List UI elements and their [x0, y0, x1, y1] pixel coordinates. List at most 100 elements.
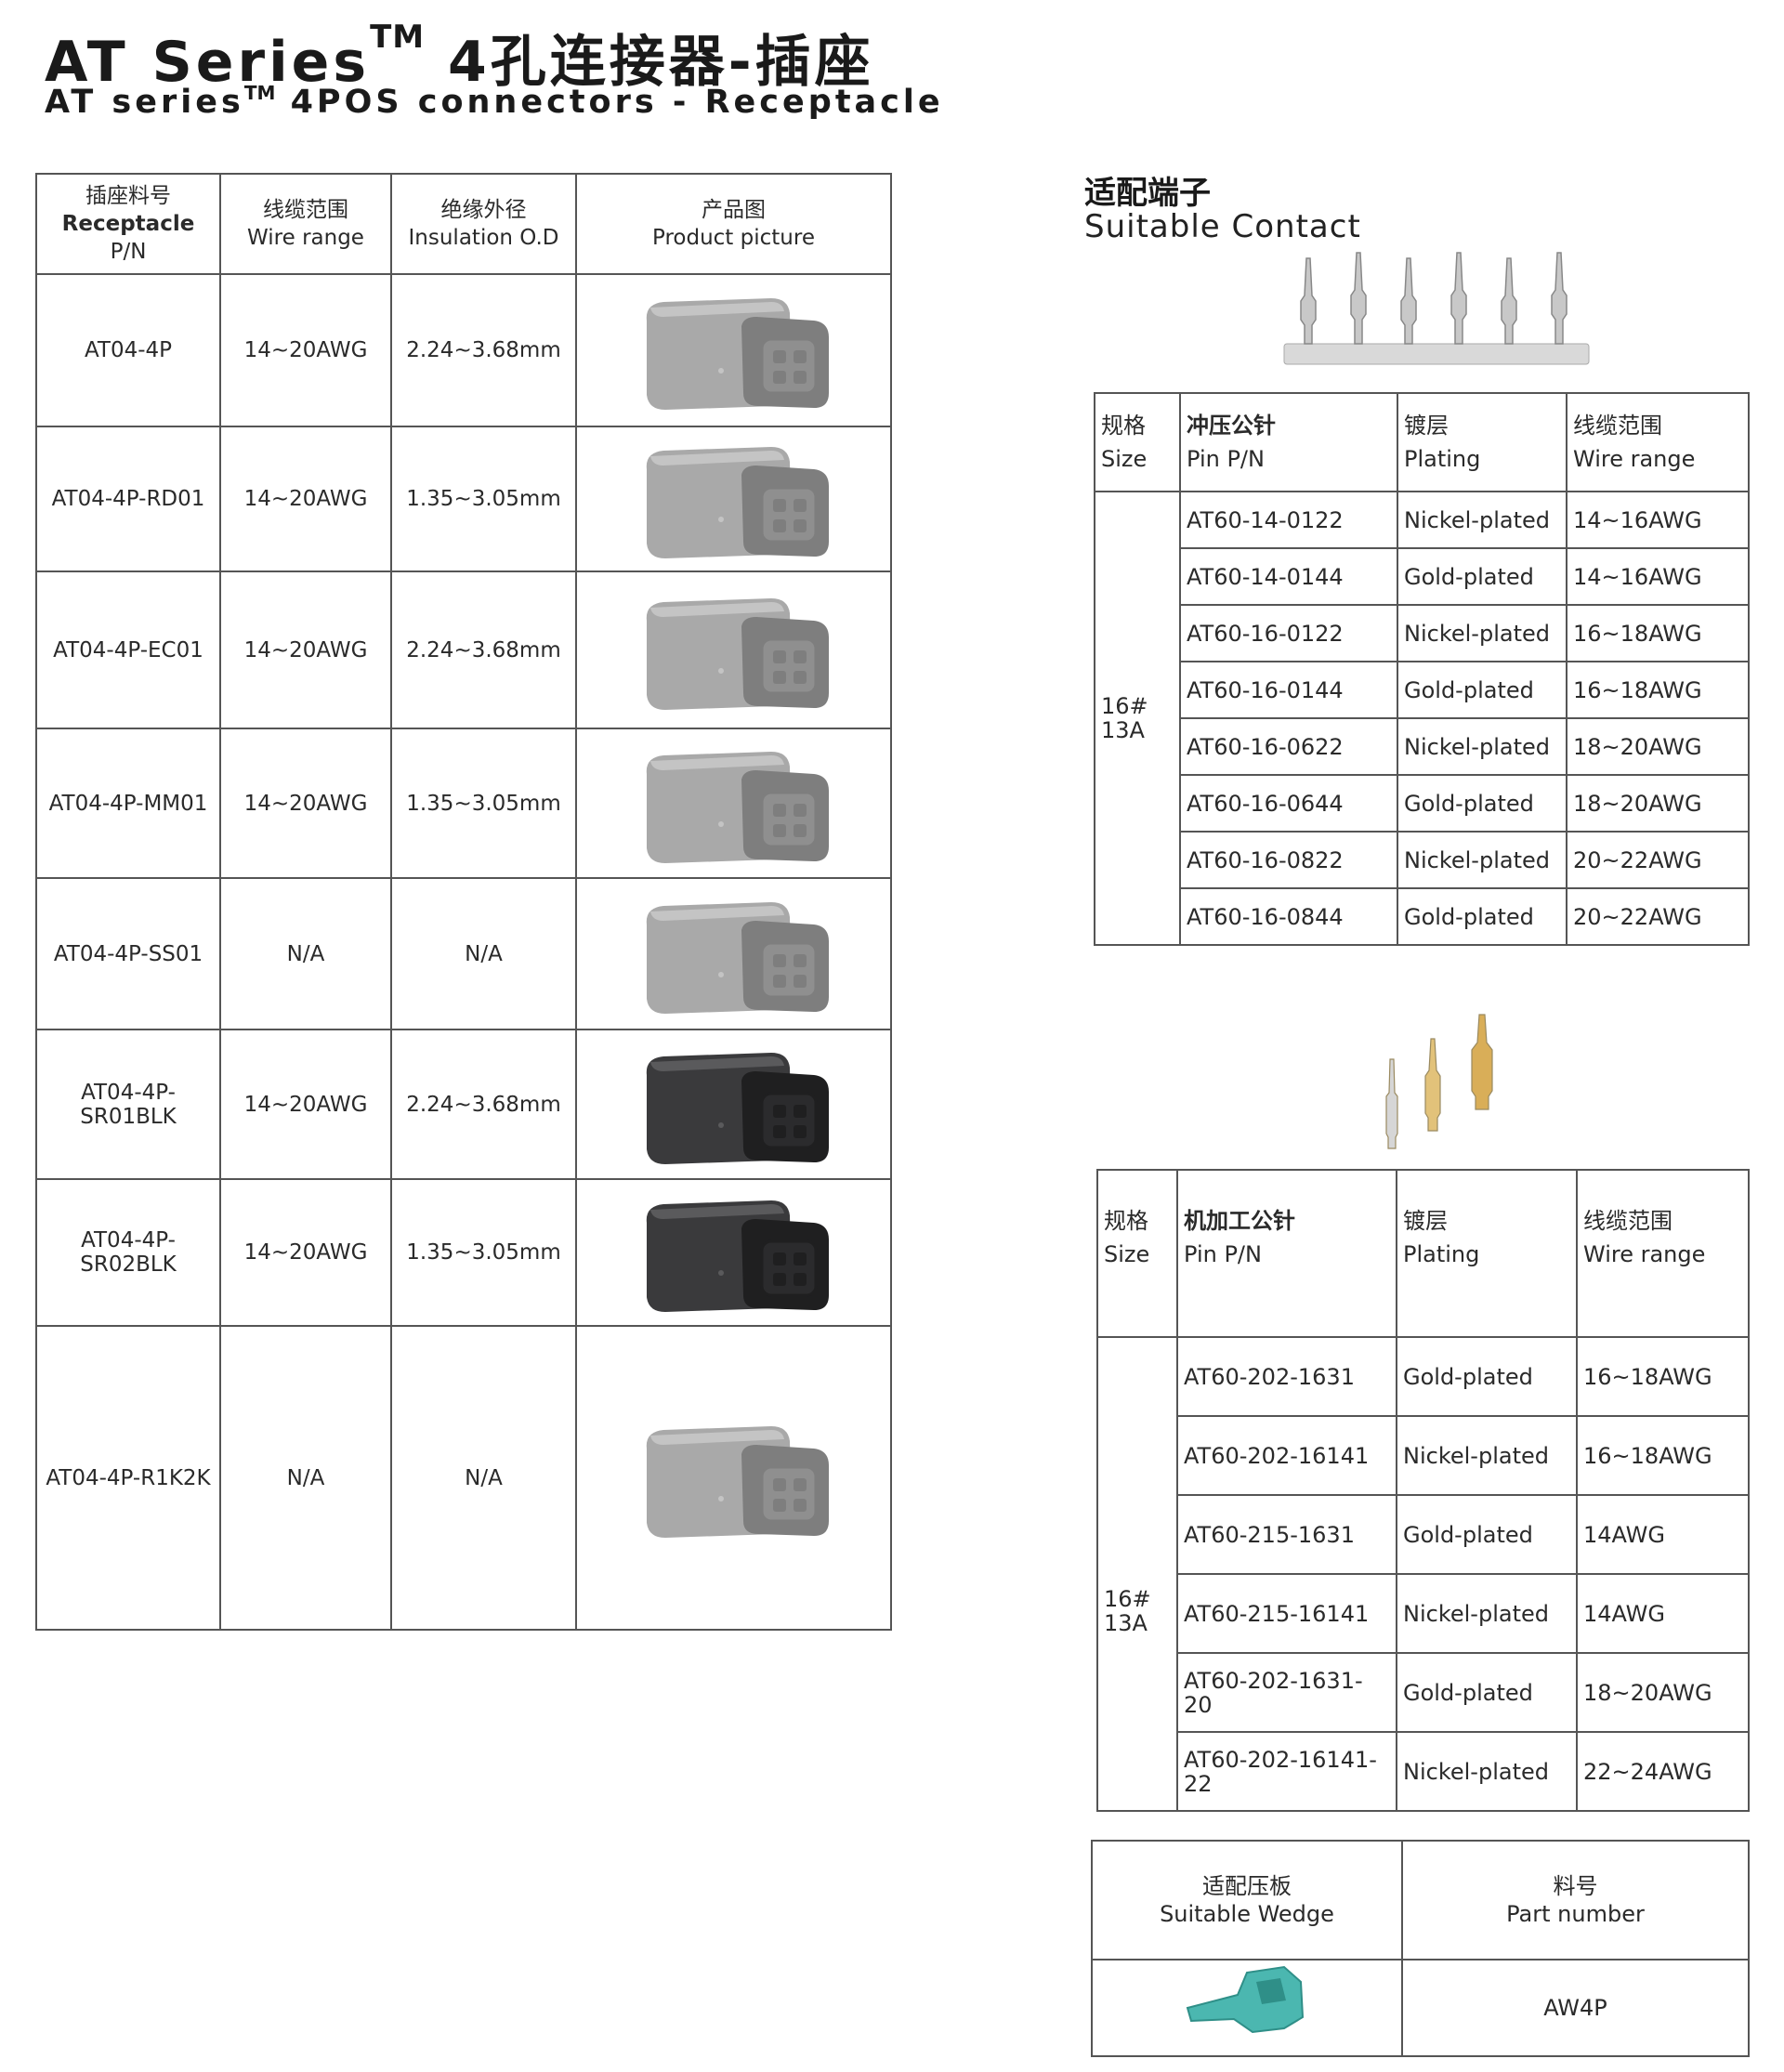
table-row: AT04-4P-SS01 N/A N/A — [35, 877, 892, 1030]
plating: Gold-plated — [1397, 774, 1568, 833]
pin-pn: AT60-215-1631 — [1176, 1494, 1397, 1575]
page-title: AT SeriesTM 4孔连接器-插座 — [45, 19, 874, 95]
insulation-od: 1.35~3.05mm — [390, 728, 577, 879]
contact-section-title-en: Suitable Contact — [1084, 208, 1361, 245]
product-picture — [575, 1029, 892, 1180]
receptacle-pn: AT04-4P-EC01 — [35, 570, 221, 729]
receptacle-pn: AT04-4P-SS01 — [35, 877, 221, 1030]
receptacle-pn: AT04-4P-SR02BLK — [35, 1178, 221, 1327]
wire-range: 20~22AWG — [1566, 831, 1750, 889]
receptacle-pn: AT04-4P-RD01 — [35, 426, 221, 572]
wire-range: 14~16AWG — [1566, 491, 1750, 549]
size-cell: 16#13A — [1094, 491, 1181, 946]
wire-range: 14~20AWG — [219, 1029, 392, 1180]
receptacle-header-row: 插座料号 Receptacle P/N 线缆范围 Wire range 绝缘外径… — [35, 173, 892, 275]
wedge-part-number: AW4P — [1401, 1959, 1750, 2057]
plating: Gold-plated — [1397, 887, 1568, 946]
wire-range: 16~18AWG — [1566, 661, 1750, 719]
wire-range: 14~20AWG — [219, 273, 392, 427]
wire-range: 16~18AWG — [1576, 1415, 1750, 1496]
pin-pn: AT60-14-0122 — [1179, 491, 1398, 549]
table-row: AT04-4P-SR02BLK 14~20AWG 1.35~3.05mm — [35, 1178, 892, 1327]
pin-pn: AT60-16-0822 — [1179, 831, 1398, 889]
receptacle-table: 插座料号 Receptacle P/N 线缆范围 Wire range 绝缘外径… — [35, 173, 892, 1631]
table-row: 16#13A AT60-202-1631 Gold-plated 16~18AW… — [1096, 1336, 1750, 1812]
product-picture — [575, 426, 892, 572]
connector-image — [646, 751, 829, 863]
connector-image — [646, 298, 829, 410]
pin-pn: AT60-16-0122 — [1179, 604, 1398, 662]
wire-range: 14~20AWG — [219, 728, 392, 879]
wire-range: 14AWG — [1576, 1573, 1750, 1654]
page-subtitle: AT seriesTM 4POS connectors - Receptacle — [45, 82, 944, 121]
wire-range: 14~20AWG — [219, 570, 392, 729]
table-row: AW4P — [1091, 1959, 1750, 2057]
pin-pn: AT60-16-0622 — [1179, 717, 1398, 776]
pin-pn: AT60-202-16141 — [1176, 1415, 1397, 1496]
product-picture — [575, 1325, 892, 1631]
pin-pn: AT60-215-16141 — [1176, 1573, 1397, 1654]
table-row: AT04-4P-MM01 14~20AWG 1.35~3.05mm — [35, 728, 892, 879]
header-receptacle-pn: 插座料号 Receptacle P/N — [35, 173, 221, 275]
plating: Nickel-plated — [1397, 717, 1568, 776]
wire-range: 18~20AWG — [1566, 717, 1750, 776]
stamped-pins-image — [1283, 252, 1590, 365]
contact-section-title-cn: 适配端子 — [1084, 175, 1211, 212]
pin-pn: AT60-14-0144 — [1179, 547, 1398, 606]
connector-image — [646, 597, 829, 710]
product-picture — [575, 877, 892, 1030]
wire-range: N/A — [219, 1325, 392, 1631]
table-row: AT04-4P-R1K2K N/A N/A — [35, 1325, 892, 1631]
table-row: AT04-4P-EC01 14~20AWG 2.24~3.68mm — [35, 570, 892, 729]
connector-image — [646, 1052, 829, 1164]
wire-range: 16~18AWG — [1566, 604, 1750, 662]
wire-range: N/A — [219, 877, 392, 1030]
table-row: AT04-4P-SR01BLK 14~20AWG 2.24~3.68mm — [35, 1029, 892, 1180]
insulation-od: N/A — [390, 877, 577, 1030]
wire-range: 14~20AWG — [219, 1178, 392, 1327]
pin-pn: AT60-202-16141-22 — [1176, 1731, 1397, 1812]
pin-pn: AT60-202-1631 — [1176, 1336, 1397, 1417]
wire-range: 16~18AWG — [1576, 1336, 1750, 1417]
plating: Gold-plated — [1397, 661, 1568, 719]
wedge-image — [1186, 1965, 1305, 2034]
plating: Gold-plated — [1396, 1652, 1578, 1733]
connector-image — [646, 1200, 829, 1312]
plating: Gold-plated — [1396, 1336, 1578, 1417]
wire-range: 14~16AWG — [1566, 547, 1750, 606]
table-row: AT04-4P-RD01 14~20AWG 1.35~3.05mm — [35, 426, 892, 572]
insulation-od: 2.24~3.68mm — [390, 1029, 577, 1180]
receptacle-pn: AT04-4P-R1K2K — [35, 1325, 221, 1631]
connector-image — [646, 901, 829, 1014]
wire-range: 20~22AWG — [1566, 887, 1750, 946]
plating: Nickel-plated — [1396, 1573, 1578, 1654]
product-picture — [575, 273, 892, 427]
plating: Nickel-plated — [1396, 1731, 1578, 1812]
table-row: AT04-4P 14~20AWG 2.24~3.68mm — [35, 273, 892, 427]
wire-range: 22~24AWG — [1576, 1731, 1750, 1812]
plating: Nickel-plated — [1397, 491, 1568, 549]
wire-range: 18~20AWG — [1576, 1652, 1750, 1733]
machined-pins-image — [1385, 1014, 1493, 1149]
plating: Nickel-plated — [1396, 1415, 1578, 1496]
